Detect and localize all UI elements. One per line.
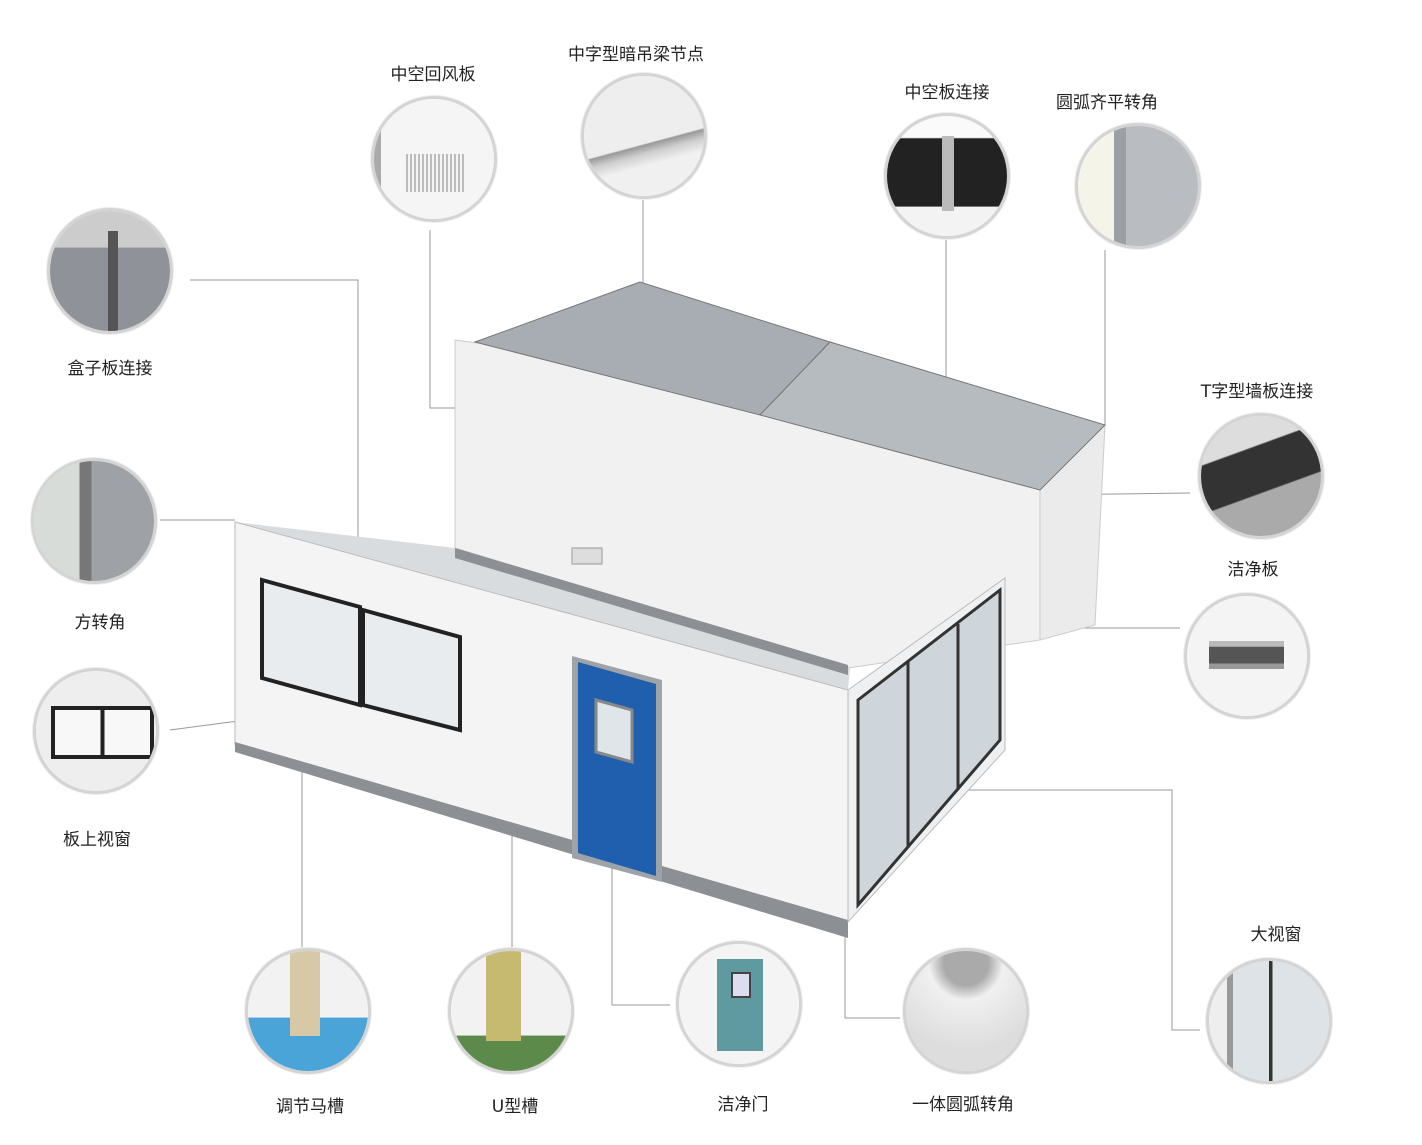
detail-panel-window <box>33 668 159 794</box>
detail-u-channel <box>448 948 574 1074</box>
back-wall-base-trough <box>455 548 848 675</box>
label-box-panel-connection: 盒子板连接 <box>67 359 153 379</box>
detail-box-panel-connection <box>47 208 173 334</box>
label-arc-flush-corner: 圆弧齐平转角 <box>1056 93 1158 113</box>
panel-window-2 <box>361 607 462 733</box>
detail-adjustable-trough <box>245 948 371 1074</box>
detail-clean-panel <box>1184 593 1310 719</box>
large-window <box>856 586 1002 910</box>
ceiling-panel-right <box>759 341 1106 491</box>
label-t-wall-panel-connection: T字型墙板连接 <box>1200 382 1314 402</box>
front-wall-base <box>235 742 848 938</box>
label-clean-door: 洁净门 <box>717 1095 769 1115</box>
label-adjustable-trough: 调节马槽 <box>276 1097 344 1117</box>
door-window <box>594 698 634 764</box>
detail-t-wall-panel-connection <box>1198 413 1324 539</box>
label-panel-window: 板上视窗 <box>63 830 131 850</box>
detail-large-window <box>1206 958 1332 1084</box>
return-air-vent <box>571 547 603 565</box>
leader-lines <box>160 200 1200 1031</box>
detail-hollow-panel-connection <box>884 113 1010 239</box>
detail-integrated-arc-corner <box>903 948 1029 1074</box>
label-integrated-arc-corner: 一体圆弧转角 <box>912 1095 1014 1115</box>
detail-arc-flush-corner <box>1075 123 1201 249</box>
label-large-window: 大视窗 <box>1250 925 1302 945</box>
detail-square-corner <box>31 458 157 584</box>
label-hollow-panel-connection: 中空板连接 <box>904 83 990 103</box>
panel-window-1 <box>260 577 362 708</box>
label-hidden-hanger-beam-node: 中字型暗吊梁节点 <box>568 45 704 65</box>
detail-clean-door <box>676 941 802 1067</box>
detail-hidden-hanger-beam-node <box>581 73 707 199</box>
label-u-channel: U型槽 <box>491 1097 539 1117</box>
detail-hollow-return-air-panel <box>371 96 497 222</box>
label-square-corner: 方转角 <box>74 613 126 633</box>
label-clean-panel: 洁净板 <box>1227 560 1279 580</box>
clean-door <box>578 662 656 876</box>
label-hollow-return-air-panel: 中空回风板 <box>390 65 476 85</box>
